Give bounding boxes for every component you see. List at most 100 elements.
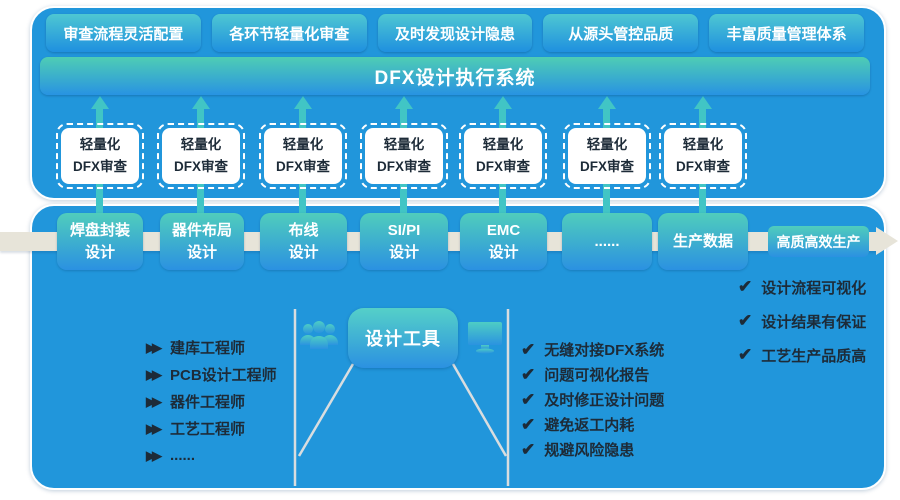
engineer-label: PCB设计工程师 — [170, 367, 277, 384]
double-arrow-icon: ▶▶ — [146, 393, 162, 409]
step-line2: 设计 — [186, 243, 217, 261]
engineer-label: 建库工程师 — [170, 340, 246, 357]
step-box-sipi: SI/PI 设计 — [360, 213, 448, 270]
double-arrow-icon: ▶▶ — [146, 447, 162, 463]
checklist-label: 及时修正设计问题 — [544, 392, 665, 409]
step-box-placement: 器件布局设计 — [160, 213, 244, 270]
checklist-item: ✔ 设计结果有保证 — [738, 304, 866, 338]
double-arrow-icon: ▶▶ — [146, 339, 162, 355]
checklist-item: ✔ 无缝对接DFX系统 — [521, 337, 664, 362]
check-icon: ✔ — [738, 345, 753, 364]
double-arrow-icon: ▶▶ — [146, 420, 162, 436]
up-arrow-icon — [192, 96, 210, 109]
engineer-item: ▶▶ 工艺工程师 — [146, 415, 277, 442]
step-line1: 生产数据 — [672, 232, 733, 250]
review-line1: 轻量化 — [383, 136, 425, 152]
step-line2: 设计 — [488, 243, 519, 261]
step-line2: 设计 — [84, 243, 115, 261]
review-box: 轻量化 DFX审查 — [56, 123, 144, 189]
step-box-routing: 布线设计 — [260, 213, 347, 270]
check-icon: ✔ — [521, 414, 536, 434]
benefit-button: 审查流程灵活配置 — [46, 14, 201, 52]
flow-end-box: 高质高效生产 — [768, 226, 869, 257]
step-line1: SI/PI — [387, 221, 421, 239]
review-line2: DFX审查 — [580, 159, 634, 174]
design-tool-box: 设计工具 — [348, 308, 458, 368]
step-line2: 设计 — [388, 243, 419, 261]
check-icon: ✔ — [521, 339, 536, 359]
right-arrow-icon — [876, 227, 898, 255]
step-box-ellipsis: ...... — [562, 213, 652, 270]
review-line1: 轻量化 — [682, 136, 724, 152]
review-line2: DFX审查 — [476, 159, 530, 174]
review-line1: 轻量化 — [586, 136, 628, 152]
benefit-button: 从源头管控品质 — [543, 14, 699, 52]
step-line1: ...... — [594, 232, 620, 250]
review-line2: DFX审查 — [276, 159, 330, 174]
benefits-row: 审查流程灵活配置 各环节轻量化审查 及时发现设计隐患 从源头管控品质 丰富质量管… — [46, 14, 864, 52]
checklist-label: 工艺生产品质高 — [761, 347, 867, 365]
benefit-button: 各环节轻量化审查 — [211, 14, 367, 52]
review-line2: DFX审查 — [73, 159, 127, 174]
step-line1: 焊盘封装 — [69, 221, 130, 239]
checklist-label: 规避风险隐患 — [544, 442, 635, 459]
checklist-label: 避免返工内耗 — [544, 417, 635, 434]
up-arrow-icon — [91, 96, 109, 109]
check-icon: ✔ — [521, 364, 536, 384]
tool-checklist: ✔ 无缝对接DFX系统 ✔ 问题可视化报告 ✔ 及时修正设计问题 ✔ 避免返工内耗 ✔ 规… — [521, 337, 664, 462]
step-line2: 设计 — [288, 243, 319, 261]
checklist-item: ✔ 工艺生产品质高 — [738, 338, 866, 372]
checklist-label: 设计流程可视化 — [761, 279, 867, 297]
checklist-item: ✔ 避免返工内耗 — [521, 412, 664, 437]
benefit-button: 丰富质量管理体系 — [709, 14, 864, 52]
checklist-item: ✔ 设计流程可视化 — [738, 270, 866, 304]
up-arrow-icon — [598, 96, 616, 109]
engineers-list: ▶▶ 建库工程师 ▶▶ PCB设计工程师 ▶▶ 器件工程师 ▶▶ 工艺工程师 ▶▶...… — [146, 334, 277, 469]
check-icon: ✔ — [521, 389, 536, 409]
check-icon: ✔ — [738, 311, 753, 330]
review-line2: DFX审查 — [377, 159, 431, 174]
review-box: 轻量化 DFX审查 — [459, 123, 547, 189]
engineer-item: ▶▶ PCB设计工程师 — [146, 361, 277, 388]
step-line1: 布线 — [288, 221, 319, 239]
engineer-label: ...... — [170, 447, 196, 464]
step-line1: EMC — [486, 221, 521, 239]
checklist-label: 问题可视化报告 — [544, 367, 650, 384]
checklist-label: 无缝对接DFX系统 — [544, 342, 665, 359]
review-line1: 轻量化 — [282, 136, 324, 152]
review-box: 轻量化 DFX审查 — [360, 123, 448, 189]
review-line1: 轻量化 — [482, 136, 524, 152]
dfx-system-bar: DFX设计执行系统 — [40, 57, 870, 95]
engineer-item: ▶▶...... — [146, 442, 277, 469]
step-box-pad-package: 焊盘封装设计 — [57, 213, 143, 270]
up-arrow-icon — [494, 96, 512, 109]
review-box: 轻量化 DFX审查 — [259, 123, 347, 189]
step-line1: 器件布局 — [171, 221, 232, 239]
monitor-icon — [468, 322, 502, 354]
step-box-production-data: 生产数据 — [658, 213, 748, 270]
checklist-label: 设计结果有保证 — [761, 313, 867, 331]
up-arrow-icon — [395, 96, 413, 109]
check-icon: ✔ — [738, 277, 753, 296]
engineer-item: ▶▶ 建库工程师 — [146, 334, 277, 361]
checklist-item: ✔ 问题可视化报告 — [521, 362, 664, 387]
step-box-emc: EMC 设计 — [460, 213, 547, 270]
people-icon — [300, 321, 338, 349]
checklist-item: ✔ 及时修正设计问题 — [521, 387, 664, 412]
review-line1: 轻量化 — [79, 136, 121, 152]
engineer-label: 器件工程师 — [170, 394, 246, 411]
up-arrow-icon — [294, 96, 312, 109]
engineer-label: 工艺工程师 — [170, 421, 246, 438]
review-box: 轻量化 DFX审查 — [659, 123, 747, 189]
check-icon: ✔ — [521, 439, 536, 459]
outcome-checklist: ✔ 设计流程可视化 ✔ 设计结果有保证 ✔ 工艺生产品质高 — [738, 270, 866, 372]
double-arrow-icon: ▶▶ — [146, 366, 162, 382]
review-box: 轻量化 DFX审查 — [563, 123, 651, 189]
review-line2: DFX审查 — [174, 159, 228, 174]
checklist-item: ✔ 规避风险隐患 — [521, 437, 664, 462]
review-line2: DFX审查 — [676, 159, 730, 174]
benefit-button: 及时发现设计隐患 — [377, 14, 533, 52]
